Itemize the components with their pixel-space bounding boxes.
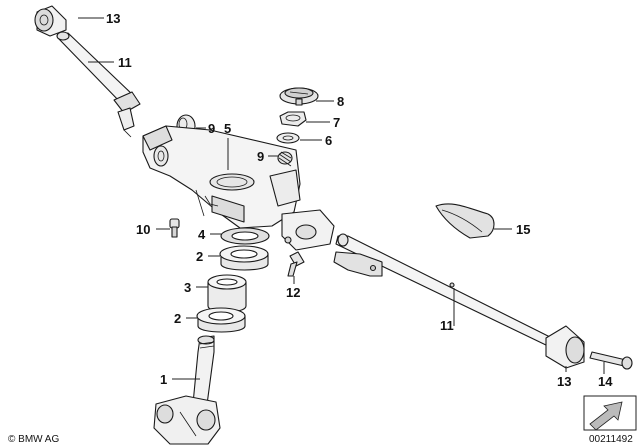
handlebar-clamp-block[interactable] [281,209,335,251]
bearing-lower[interactable] [196,307,246,333]
callout-6: 6 [325,133,332,148]
stem-washer[interactable] [276,132,300,144]
direction-arrow-icon [589,401,623,431]
callout-2-lower: 2 [174,311,181,326]
callout-11-left: 11 [118,55,132,70]
callout-3: 3 [184,280,191,295]
leader-lines [78,17,605,380]
callout-labels: 13 11 9 5 8 7 6 9 10 4 2 3 12 2 1 15 11 … [106,11,613,389]
handlebar-tube-right[interactable] [333,233,557,347]
callout-7: 7 [333,115,340,130]
bushing-gear[interactable] [277,151,293,167]
dust-seal[interactable] [220,227,270,245]
callout-13-right: 13 [557,374,571,389]
callout-10: 10 [136,222,150,237]
callout-12: 12 [286,285,300,300]
callout-4: 4 [198,227,206,242]
callout-15: 15 [516,222,530,237]
screw-small[interactable] [169,218,180,238]
callout-1: 1 [160,372,167,387]
handlebar-cover[interactable] [435,203,495,239]
bearing-upper[interactable] [219,245,269,271]
callout-11-right: 11 [440,318,454,333]
callout-13-top: 13 [106,11,120,26]
callout-14: 14 [598,374,613,389]
stem-nut[interactable] [279,111,307,127]
copyright-text: © BMW AG [8,434,59,445]
callout-5: 5 [224,121,231,136]
bar-end-screw[interactable] [589,351,633,370]
handlebar-tube-left[interactable] [56,31,141,138]
stem-cap[interactable] [279,87,319,106]
callout-9-left: 9 [208,121,215,136]
bar-end-weight-right[interactable] [545,325,585,369]
bolt[interactable] [287,251,305,277]
callout-9-right: 9 [257,149,264,164]
diagram-number: 00211492 [589,434,633,445]
callout-8: 8 [337,94,344,109]
callout-2-upper: 2 [196,249,203,264]
bar-end-weight-left[interactable] [34,5,67,37]
bearing-sleeve[interactable] [207,274,247,313]
upper-fork-bridge[interactable] [142,125,301,229]
steering-stem[interactable] [153,335,221,445]
diagram-number-box: 00211492 [583,395,637,445]
